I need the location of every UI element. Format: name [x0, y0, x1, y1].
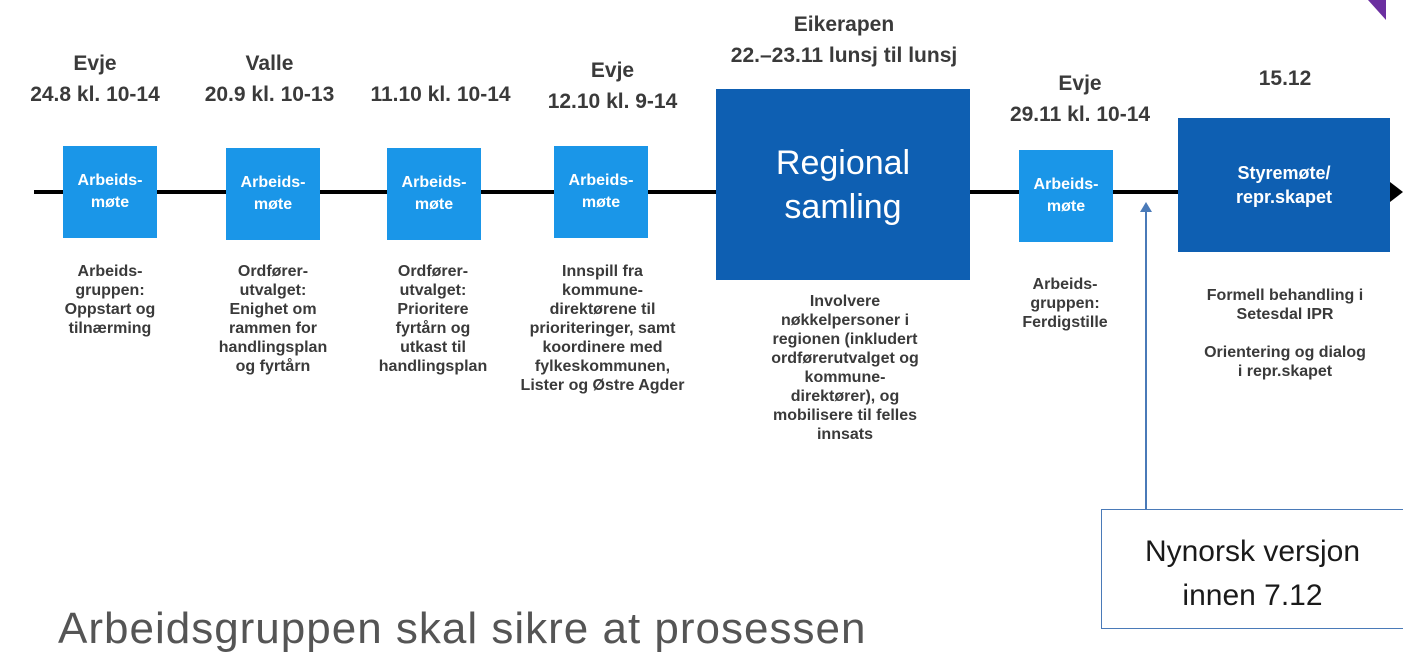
- header-2-place: Valle: [245, 52, 294, 75]
- board-meeting-label: Styremøte/ repr.skapet: [1235, 163, 1333, 207]
- header-5: Eikerapen 22.–23.11 lunsj til lunsj: [702, 11, 986, 69]
- work-meeting-box-1: Arbeids- møte: [63, 146, 157, 238]
- regional-gathering-box: Regional samling: [716, 89, 970, 280]
- header-7-date: 15.12: [1258, 67, 1312, 90]
- header-4-date: 12.10 kl. 9-14: [547, 90, 678, 113]
- header-5-date: 22.–23.11 lunsj til lunsj: [730, 44, 958, 67]
- header-1-date: 24.8 kl. 10-14: [30, 83, 160, 106]
- bottom-cropped-text: Arbeidsgruppen skal sikre at prosessen: [58, 604, 867, 653]
- header-7: 15.12: [1200, 65, 1370, 92]
- timeline-line: [34, 190, 1390, 194]
- description-5: Involvere nøkkelpersoner i regionen (ink…: [771, 293, 919, 443]
- description-3: Ordfører- utvalget: Prioritere fyrtårn o…: [378, 263, 488, 375]
- header-3: 11.10 kl. 10-14: [353, 81, 528, 108]
- work-meeting-box-4: Arbeids- møte: [554, 146, 648, 238]
- header-5-place: Eikerapen: [793, 13, 895, 36]
- regional-gathering-label: Regional samling: [775, 143, 911, 226]
- description-4: Innspill fra kommune- direktørene til pr…: [520, 263, 685, 394]
- header-3-date: 11.10 kl. 10-14: [370, 83, 511, 106]
- timeline-arrowhead: [1390, 182, 1403, 202]
- work-meeting-box-4-label: Arbeids- møte: [568, 172, 634, 211]
- header-6-date: 29.11 kl. 10-14: [1009, 103, 1151, 126]
- work-meeting-box-1-label: Arbeids- møte: [77, 172, 143, 211]
- description-1: Arbeids- gruppen: Oppstart og tilnærming: [64, 263, 156, 337]
- corner-accent-shape: [1368, 0, 1386, 20]
- nynorsk-callout: Nynorsk versjon innen 7.12: [1101, 509, 1403, 629]
- work-meeting-box-5: Arbeids- møte: [1019, 150, 1113, 242]
- header-4-place: Evje: [590, 59, 635, 82]
- work-meeting-box-3: Arbeids- møte: [387, 148, 481, 240]
- header-6: Evje 29.11 kl. 10-14: [1000, 70, 1160, 128]
- header-1: Evje 24.8 kl. 10-14: [10, 50, 180, 108]
- header-2-date: 20.9 kl. 10-13: [204, 83, 335, 106]
- work-meeting-box-3-label: Arbeids- møte: [401, 174, 467, 213]
- work-meeting-box-2-label: Arbeids- møte: [240, 174, 306, 213]
- header-4: Evje 12.10 kl. 9-14: [530, 57, 695, 115]
- description-6: Arbeids- gruppen: Ferdigstille: [1022, 276, 1108, 331]
- header-1-place: Evje: [73, 52, 117, 75]
- callout-pointer-line: [1145, 210, 1147, 510]
- work-meeting-box-5-label: Arbeids- møte: [1033, 176, 1099, 215]
- header-2: Valle 20.9 kl. 10-13: [187, 50, 352, 108]
- description-2: Ordfører- utvalget: Enighet om rammen fo…: [218, 263, 328, 375]
- callout-pointer-arrowhead: [1140, 202, 1152, 212]
- description-7: Formell behandling i Setesdal IPR Orient…: [1204, 287, 1366, 380]
- work-meeting-box-2: Arbeids- møte: [226, 148, 320, 240]
- board-meeting-box: Styremøte/ repr.skapet: [1178, 118, 1390, 252]
- header-6-place: Evje: [1058, 72, 1102, 95]
